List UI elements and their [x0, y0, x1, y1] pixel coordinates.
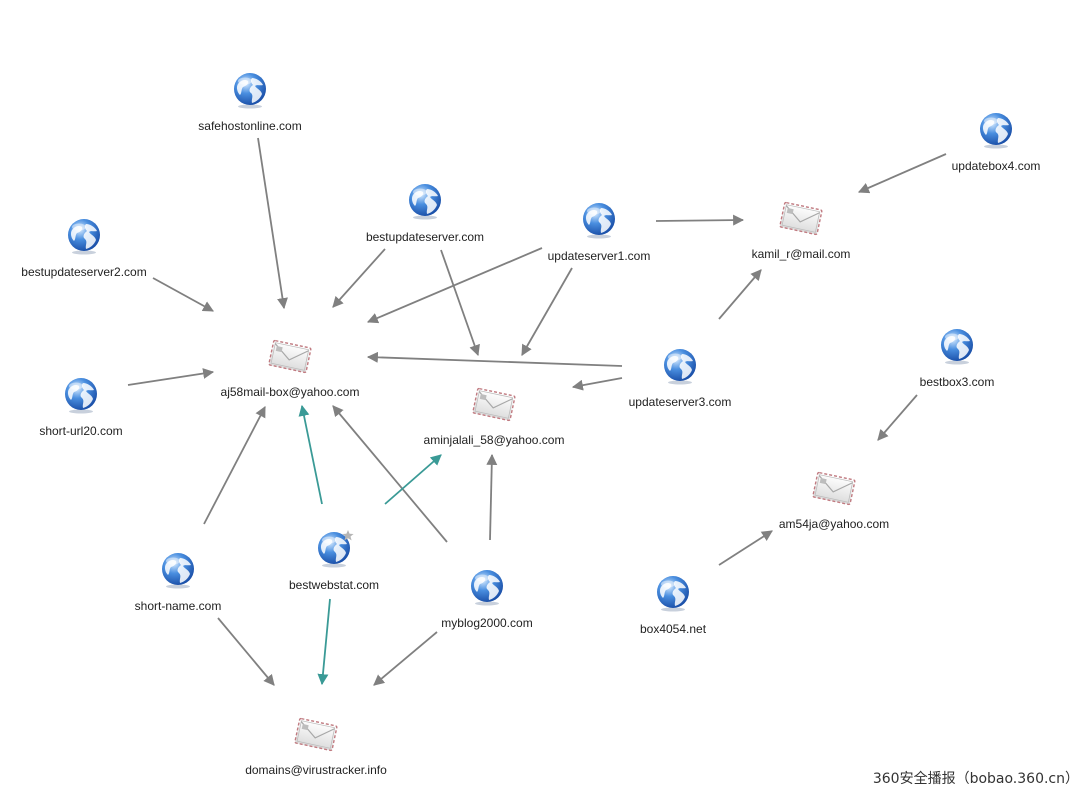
node-label: box4054.net — [639, 622, 707, 636]
node-label: bestwebstat.com — [288, 578, 380, 592]
edge-updateserver3-to-kamil — [718, 269, 762, 320]
edge-short-url20-to-aj58mail — [127, 368, 215, 386]
globe-icon — [65, 378, 97, 414]
edge-box4054-to-am54ja — [718, 530, 773, 566]
globe-icon — [162, 553, 194, 589]
edge-short-name-to-domains — [217, 617, 275, 686]
edge-updatebox4-to-kamil — [857, 153, 947, 194]
node-label: aminjalali_58@yahoo.com — [423, 433, 565, 447]
edge-updateserver1-to-aminjalali — [521, 267, 573, 356]
edge-bestupdateserver-to-aminjalali — [440, 249, 480, 357]
node-label: am54ja@yahoo.com — [778, 517, 890, 531]
edge-bestupdateserver-to-aj58mail — [332, 248, 386, 308]
node-label: domains@virustracker.info — [245, 763, 387, 777]
globe-icon — [68, 219, 100, 255]
globe-icon — [941, 329, 973, 365]
node-label: aj58mail-box@yahoo.com — [220, 385, 360, 399]
node-label: updateserver3.com — [628, 395, 732, 409]
envelope-icon — [268, 339, 312, 374]
watermark: 360安全播报（bobao.360.cn） — [872, 771, 1079, 787]
node-label: short-name.com — [134, 599, 222, 613]
edge-updateserver3-to-aj58mail — [366, 351, 623, 367]
edge-updateserver3-to-aminjalali — [571, 377, 623, 391]
edge-bestwebstat-to-aminjalali — [384, 454, 442, 505]
edge-bestupdateserver2-to-aj58mail — [152, 277, 214, 312]
globe-icon — [471, 570, 503, 606]
edge-myblog2000-to-aminjalali — [486, 453, 498, 541]
node-label: bestupdateserver.com — [365, 230, 485, 244]
edge-bestwebstat-to-domains — [317, 598, 331, 686]
envelope-icon — [294, 717, 338, 752]
node-label: bestbox3.com — [919, 375, 995, 389]
globe-star-icon — [318, 530, 354, 568]
node-label: safehostonline.com — [198, 119, 302, 133]
node-label: updatebox4.com — [951, 159, 1041, 173]
globe-icon — [234, 73, 266, 109]
edge-bestwebstat-to-aj58mail — [298, 404, 323, 505]
edge-myblog2000-to-aj58mail — [332, 405, 448, 543]
node-label: myblog2000.com — [441, 616, 533, 630]
node-label: kamil_r@mail.com — [751, 247, 851, 261]
edge-short-name-to-aj58mail — [203, 406, 266, 525]
globe-icon — [409, 184, 441, 220]
edge-updateserver1-to-aj58mail — [366, 247, 543, 324]
edge-bestbox3-to-am54ja — [877, 394, 918, 441]
globe-icon — [664, 349, 696, 385]
node-label: short-url20.com — [39, 424, 123, 438]
node-label: updateserver1.com — [547, 249, 651, 263]
globe-icon — [657, 576, 689, 612]
edge-safehostonline-to-aj58mail — [257, 137, 288, 310]
edge-myblog2000-to-domains — [373, 631, 438, 686]
envelope-icon — [812, 471, 856, 506]
star-icon — [342, 530, 354, 541]
node-label: bestupdateserver2.com — [21, 265, 147, 279]
globe-icon — [980, 113, 1012, 149]
globe-icon — [583, 203, 615, 239]
envelope-icon — [472, 387, 516, 422]
envelope-icon — [779, 201, 823, 236]
edge-updateserver1-to-kamil — [655, 214, 745, 226]
